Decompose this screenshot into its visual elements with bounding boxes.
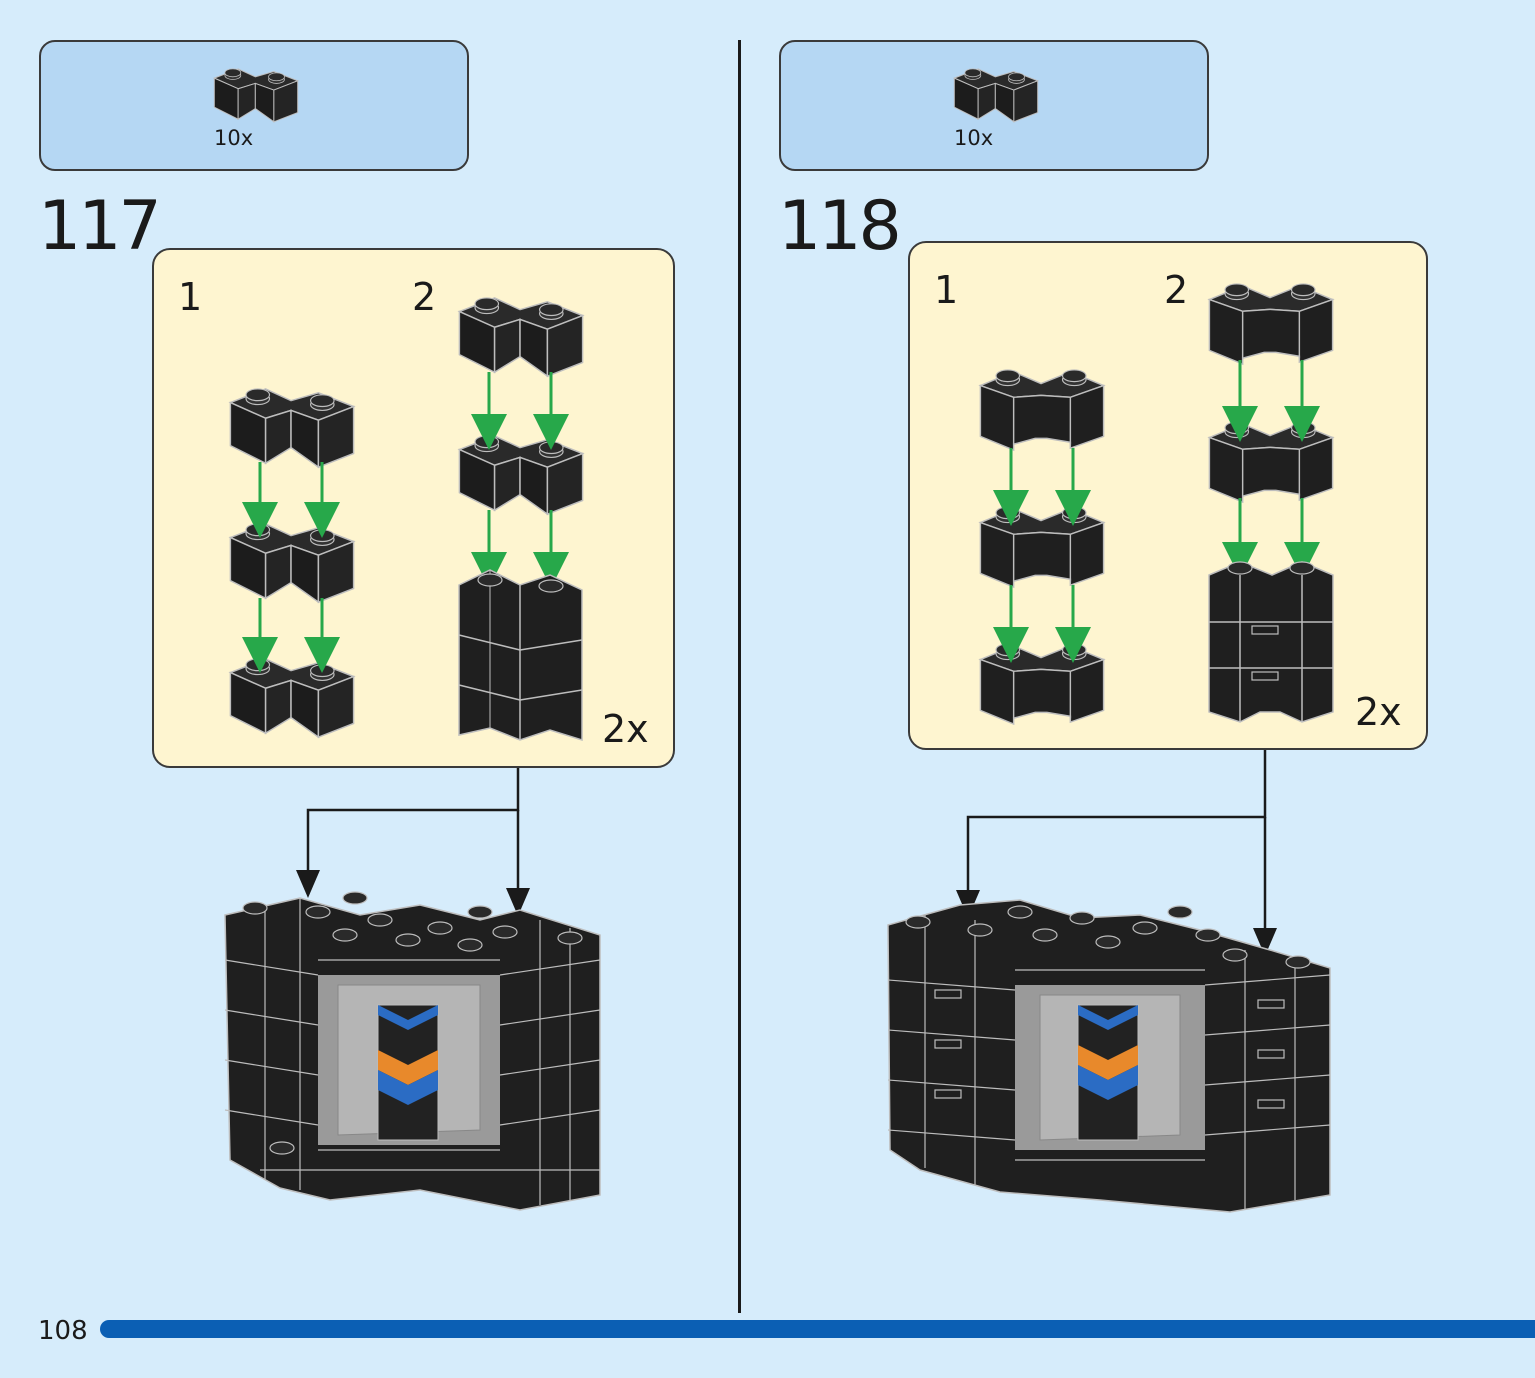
brick-stack-118-1 (979, 369, 1105, 725)
page-divider (738, 40, 741, 1313)
brick-stack-117-1 (229, 388, 355, 738)
substep-label: 1 (178, 275, 203, 319)
assembly-118 (887, 899, 1331, 1213)
page-number: 108 (38, 1316, 88, 1346)
substep-label: 2 (412, 275, 437, 319)
assembly-117 (224, 891, 601, 1211)
parts-callout-118: 10x (779, 40, 1209, 171)
callout-connector-118 (966, 750, 1267, 935)
brick-stack-117-2 (458, 297, 584, 742)
substep-label: 2 (1164, 268, 1189, 312)
callout-connector-117 (306, 768, 520, 900)
parts-quantity: 10x (954, 126, 994, 150)
step-number: 118 (778, 187, 902, 266)
step-number: 117 (38, 187, 162, 266)
substep-label: 1 (934, 268, 959, 312)
progress-bar (100, 1320, 1535, 1338)
multiplier-label: 2x (1355, 690, 1402, 734)
multiplier-label: 2x (602, 707, 649, 751)
parts-callout-117: 10x (39, 40, 469, 171)
brick-stack-118-2 (1208, 283, 1334, 723)
parts-quantity: 10x (214, 126, 254, 150)
